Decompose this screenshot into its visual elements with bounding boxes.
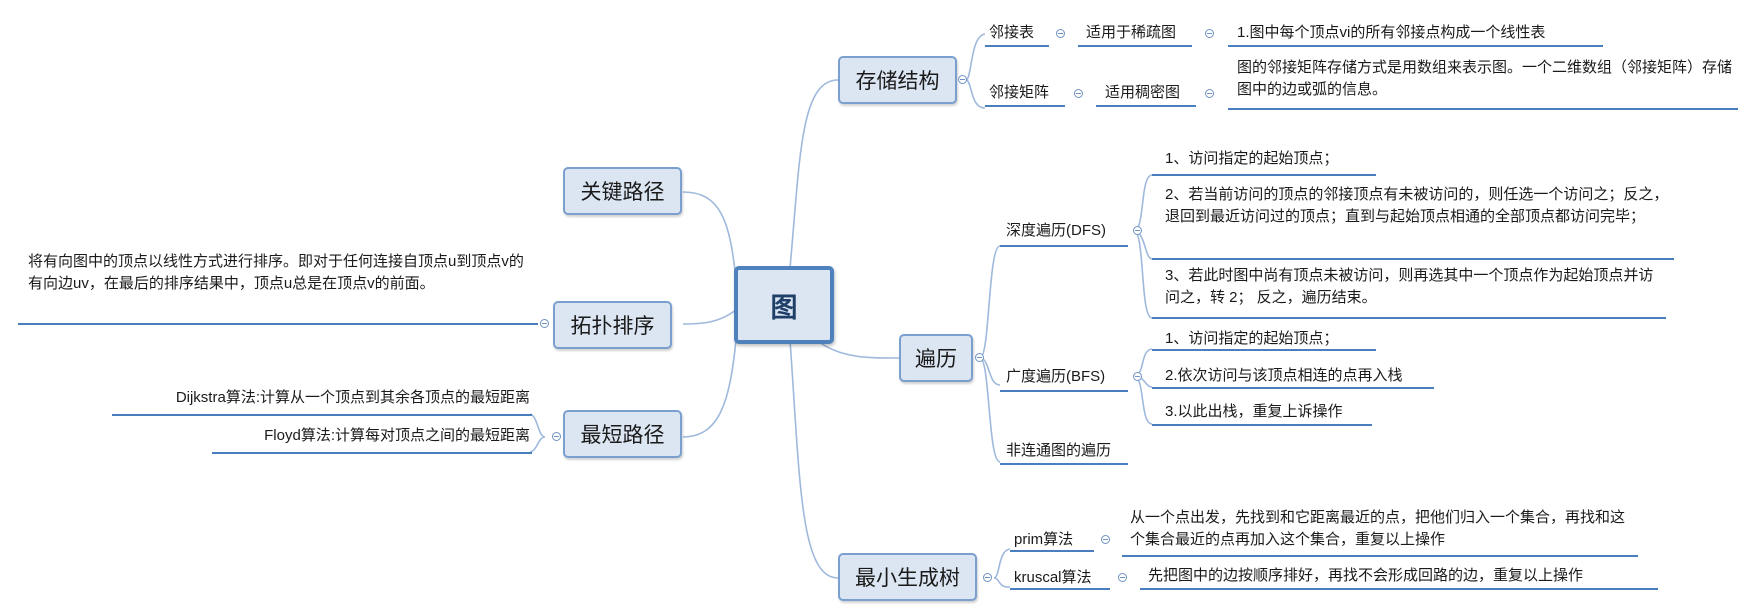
adj-matrix-collapse-toggle-icon[interactable] [1074,89,1083,98]
kruscal-detail: 先把图中的边按顺序排好，再找不会形成回路的边，重复以上操作 [1148,567,1584,584]
adj-list-label[interactable]: 邻接表 [989,24,1035,41]
kruscal-label[interactable]: kruscal算法 [1014,569,1092,586]
storage-collapse-toggle-icon[interactable] [958,75,967,84]
bfs-step-2-underline [1152,387,1434,389]
floyd-text: Floyd算法:计算每对顶点之间的最短距离 [264,427,530,444]
bfs-step-3-underline [1152,424,1372,426]
dfs-collapse-toggle-icon[interactable] [1133,226,1142,235]
disconnected-traversal-label[interactable]: 非连通图的遍历 [1006,442,1112,459]
bfs-step-1-underline [1152,349,1376,351]
root-label: 图 [770,292,798,323]
floyd-underline [212,452,532,454]
adj-list-collapse-toggle-icon[interactable] [1056,29,1065,38]
shortest-path-node[interactable]: 最短路径 [563,410,682,458]
bfs-collapse-toggle-icon[interactable] [1133,372,1142,381]
prim-detail: 从一个点出发，先找到和它距离最近的点，把他们归入一个集合，再找和这个集合最近的点… [1130,509,1626,548]
dfs-underline [1000,245,1128,247]
adj-list-detail-underline [1228,45,1603,47]
critical-path-node[interactable]: 关键路径 [563,167,682,215]
dfs-step-3: 3、若此时图中尚有顶点未被访问，则再选其中一个顶点作为起始顶点并访问之，转 2；… [1165,267,1654,306]
bfs-underline [1000,390,1128,392]
adj-matrix-detail: 图的邻接矩阵存储方式是用数组来表示图。一个二维数组（邻接矩阵）存储图中的边或弧的… [1237,59,1733,98]
dfs-step-2: 2、若当前访问的顶点的邻接顶点有未被访问的，则任选一个访问之；反之，退回到最近访… [1165,186,1669,225]
prim-underline [1010,550,1094,552]
topological-sort-node[interactable]: 拓扑排序 [553,301,672,349]
traversal-label: 遍历 [915,348,957,371]
kruscal-detail-underline [1140,588,1658,590]
adj-matrix-usage-collapse-toggle-icon[interactable] [1205,89,1214,98]
bfs-step-2: 2.依次访问与该顶点相连的点再入栈 [1165,367,1403,384]
storage-label: 存储结构 [855,70,940,93]
shortest-path-collapse-toggle-icon[interactable] [552,432,561,441]
disconnected-traversal-underline [1000,463,1128,465]
dfs-step-2-underline [1152,258,1674,260]
dfs-step-1: 1、访问指定的起始顶点； [1165,150,1339,167]
adj-matrix-usage[interactable]: 适用稠密图 [1105,84,1181,101]
critical-path-label: 关键路径 [580,181,665,204]
kruscal-collapse-toggle-icon[interactable] [1118,573,1127,582]
adj-matrix-detail-underline [1228,108,1738,110]
bfs-step-3: 3.以此出栈，重复上诉操作 [1165,403,1343,420]
root-node[interactable]: 图 [734,266,834,344]
dfs-step-1-underline [1152,174,1376,176]
mst-label: 最小生成树 [855,567,960,590]
bfs-step-1: 1、访问指定的起始顶点； [1165,330,1339,347]
dfs-step-3-underline [1152,317,1666,319]
adj-list-underline [985,45,1049,47]
storage-node[interactable]: 存储结构 [838,56,957,104]
traversal-collapse-toggle-icon[interactable] [975,353,984,362]
topological-sort-label: 拓扑排序 [570,315,655,338]
dijkstra-text: Dijkstra算法:计算从一个顶点到其余各顶点的最短距离 [175,389,530,406]
adj-matrix-underline [985,105,1065,107]
topological-sort-underline [18,323,538,325]
shortest-path-label: 最短路径 [580,424,665,447]
topological-sort-description: 将有向图中的顶点以线性方式进行排序。即对于任何连接自顶点u到顶点v的有向边uv，… [28,253,524,292]
bfs-label[interactable]: 广度遍历(BFS) [1006,368,1106,385]
prim-collapse-toggle-icon[interactable] [1101,535,1110,544]
traversal-node[interactable]: 遍历 [899,334,973,382]
adj-list-usage[interactable]: 适用于稀疏图 [1086,24,1177,41]
mst-node[interactable]: 最小生成树 [838,553,977,601]
kruscal-underline [1010,588,1110,590]
adj-matrix-label[interactable]: 邻接矩阵 [989,84,1050,101]
dfs-label[interactable]: 深度遍历(DFS) [1006,222,1106,239]
adj-list-detail: 1.图中每个顶点vi的所有邻接点构成一个线性表 [1237,24,1546,41]
adj-list-usage-collapse-toggle-icon[interactable] [1205,29,1214,38]
adj-list-usage-underline [1078,45,1192,47]
mst-collapse-toggle-icon[interactable] [983,573,992,582]
prim-label[interactable]: prim算法 [1014,531,1074,548]
topological-sort-collapse-toggle-icon[interactable] [540,319,549,328]
prim-detail-underline [1122,555,1638,557]
dijkstra-underline [112,414,532,416]
adj-matrix-usage-underline [1096,105,1196,107]
